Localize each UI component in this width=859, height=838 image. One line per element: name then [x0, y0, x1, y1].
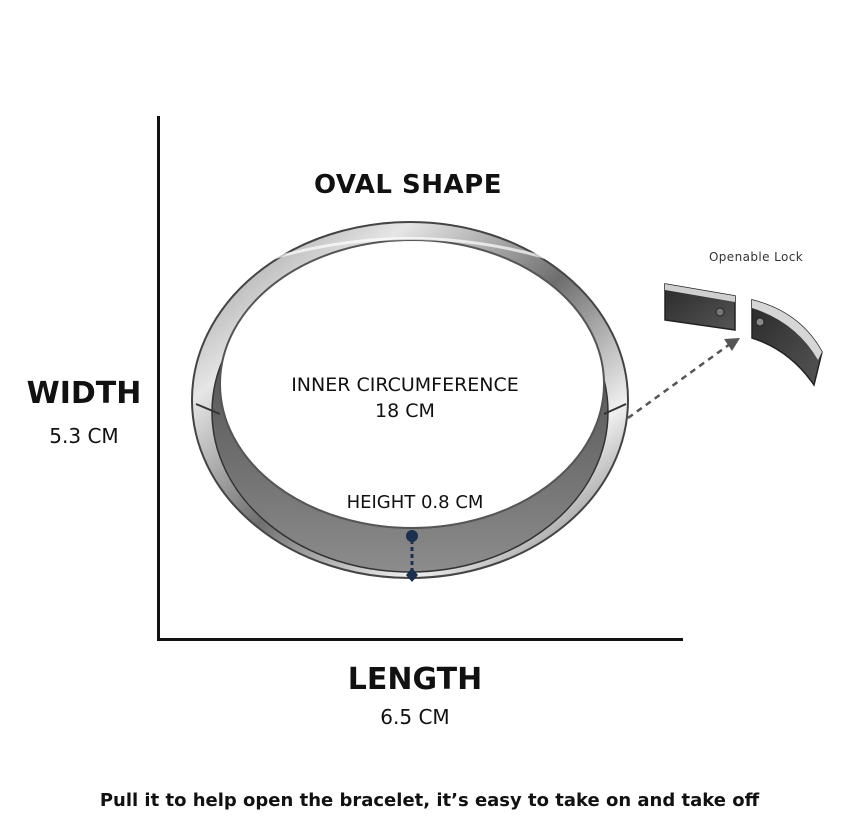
openable-lock-label: Openable Lock	[708, 250, 804, 264]
inner-circumference-label: INNER CIRCUMFERENCE	[291, 374, 519, 396]
caption-text: Pull it to help open the bracelet, it’s …	[99, 790, 760, 811]
lock-socket	[755, 317, 765, 327]
lock-piece-left-band	[665, 284, 735, 302]
lock-detail	[664, 283, 823, 387]
height-marker-bottom	[406, 568, 418, 582]
height-label: HEIGHT 0.8 CM	[346, 492, 484, 513]
height-marker-top	[406, 530, 418, 542]
length-value: 6.5 CM	[380, 705, 450, 729]
width-label: WIDTH	[26, 376, 142, 411]
lock-arrow-line	[627, 342, 731, 420]
lock-arrow-head	[724, 338, 740, 351]
bracelet-highlight	[259, 237, 561, 264]
lock-pin	[715, 307, 725, 317]
lock-piece-right-band	[752, 300, 822, 360]
length-label: LENGTH	[347, 662, 483, 697]
bracelet-hinge-left	[195, 403, 221, 415]
bracelet-hinge-right	[603, 403, 627, 415]
diagram-title: OVAL SHAPE	[314, 170, 502, 200]
length-axis	[157, 638, 683, 641]
width-value: 5.3 CM	[49, 424, 119, 448]
inner-circumference-value: 18 CM	[375, 400, 435, 422]
width-axis	[157, 116, 160, 641]
